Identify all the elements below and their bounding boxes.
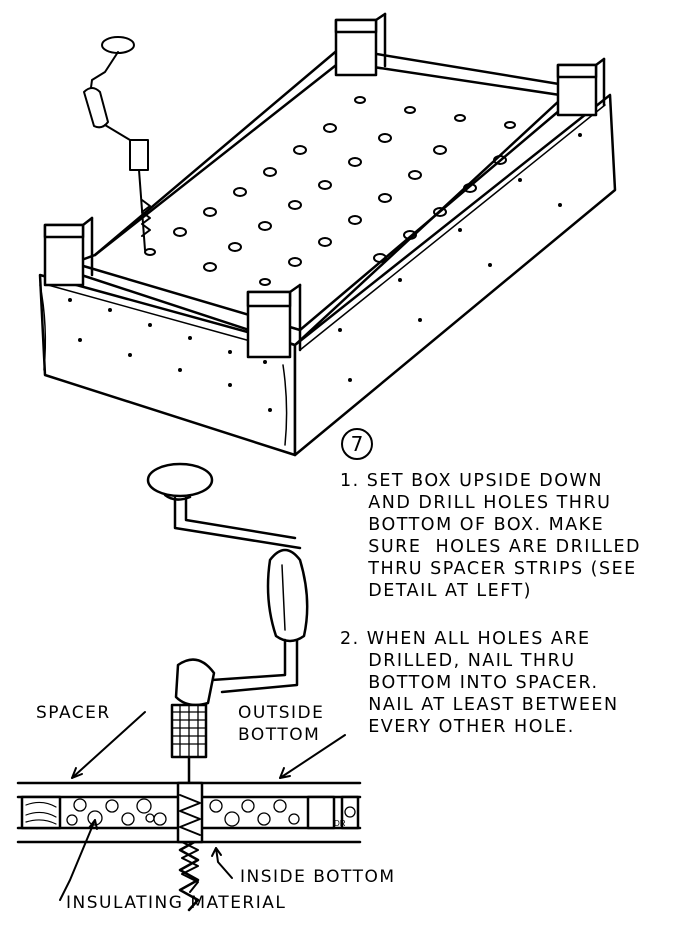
instruction-1: 1. SET BOX UPSIDE DOWN AND DRILL HOLES T…	[340, 471, 642, 601]
label-insulating-material: INSULATING MATERIAL	[66, 893, 287, 913]
label-inside-bottom: INSIDE BOTTOM	[240, 867, 396, 887]
signature: DR	[334, 819, 346, 828]
large-brace-drill	[146, 462, 309, 912]
corner-post-back	[334, 12, 387, 77]
corner-post-front	[246, 283, 302, 359]
step-number: 7	[341, 428, 373, 460]
corner-post-left	[43, 216, 94, 287]
box-right-side	[293, 93, 617, 457]
corner-post-right	[556, 57, 606, 117]
drilled-holes	[144, 96, 516, 286]
leader-lines	[59, 711, 346, 901]
box	[38, 12, 617, 457]
instruction-2: 2. WHEN ALL HOLES ARE DRILLED, NAIL THRU…	[340, 629, 619, 737]
small-brace-drill	[83, 36, 151, 251]
label-spacer: SPACER	[36, 703, 111, 723]
cross-section	[16, 781, 362, 893]
nail-dots	[68, 133, 582, 412]
label-outside-bottom: OUTSIDE BOTTOM	[238, 703, 325, 745]
